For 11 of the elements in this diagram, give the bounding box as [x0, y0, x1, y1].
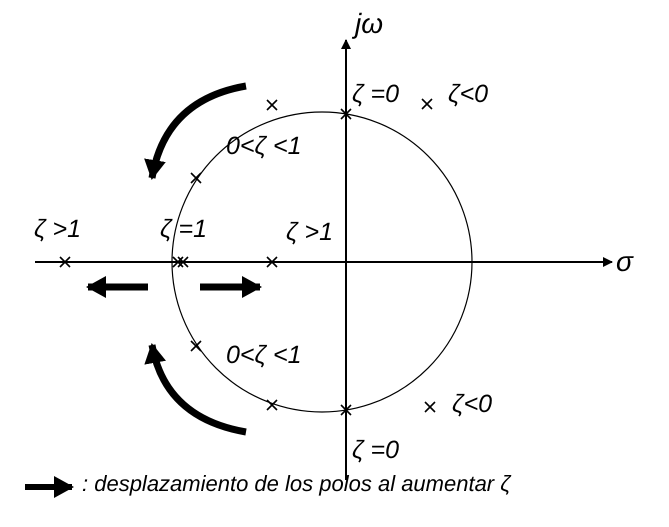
pole-label: ζ =1	[160, 217, 208, 242]
pole-label: ζ<0	[448, 82, 488, 107]
pole-label: ζ >1	[286, 220, 334, 245]
pole-label: ζ =0	[352, 438, 400, 463]
pole-label: 0<ζ <1	[226, 343, 302, 368]
pole-label: ζ =0	[352, 82, 400, 107]
pole-label: ζ<0	[452, 392, 492, 417]
legend-text: : desplazamiento de los polos al aumentar ζ	[82, 473, 510, 495]
pole-label: ζ >1	[34, 217, 82, 242]
pole-label: 0<ζ <1	[226, 134, 302, 159]
axis-label: σ	[616, 248, 633, 276]
